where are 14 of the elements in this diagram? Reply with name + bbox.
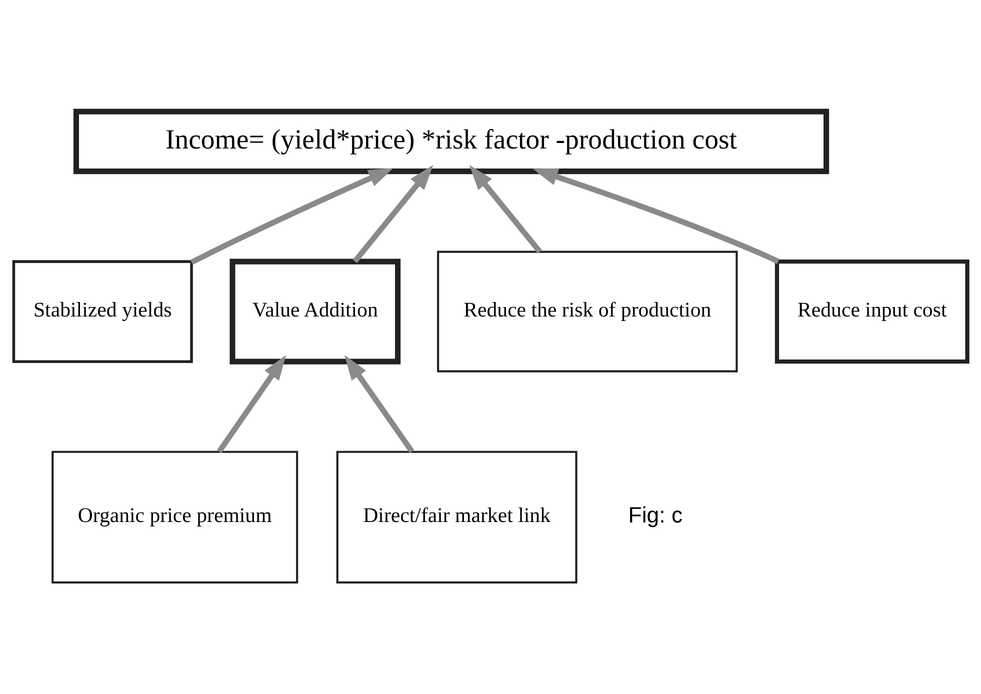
label: Fig: c: [628, 502, 683, 528]
node-box: Direct/fair market link: [336, 450, 578, 584]
arrow: [532, 168, 780, 264]
arrow: [469, 164, 542, 254]
node-box: Reduce input cost: [774, 260, 970, 364]
node-box: Organic price premium: [52, 450, 298, 584]
node-box: Income= (yield*price) *risk factor -production cost: [73, 108, 830, 174]
arrow: [352, 165, 434, 264]
arrow: [190, 168, 394, 265]
node-box: Value Addition: [230, 258, 401, 364]
node-box: Stabilized yields: [12, 260, 193, 363]
arrow: [344, 355, 414, 454]
arrow: [216, 355, 286, 454]
node-box: Reduce the risk of production: [437, 250, 738, 372]
